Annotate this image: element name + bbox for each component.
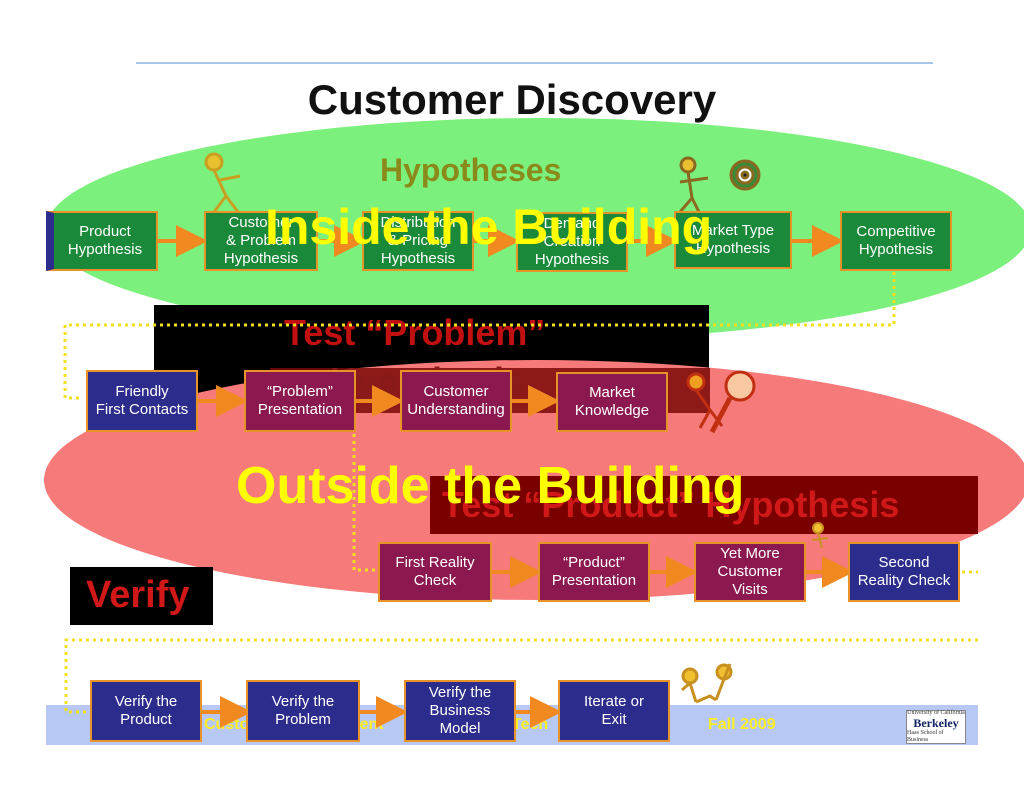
top-rule [136, 62, 933, 64]
box-product-presentation[interactable]: “Product” Presentation [538, 542, 650, 602]
outside-building-label: Outside the Building [236, 457, 745, 515]
logo-sub: Haas School of Business [907, 730, 944, 743]
celebration-figures-icon [681, 663, 733, 704]
box-customer-problem-hypothesis[interactable]: Customer & Problem Hypothesis [204, 211, 318, 271]
verify-band [70, 567, 213, 625]
box-distribution-pricing-hypothesis[interactable]: Distribution & Pricing Hypothesis [362, 211, 474, 271]
page-title: Customer Discovery [307, 76, 717, 123]
box-label: Yet More Customer Visits [717, 545, 783, 598]
test-product-label: Test “Product” Hypothesis [442, 484, 900, 525]
box-yet-more-customer-visits[interactable]: Yet More Customer Visits [694, 542, 806, 602]
box-label: Distribution & Pricing Hypothesis [380, 214, 456, 267]
small-figure-icon [811, 522, 829, 549]
box-label: Customer Understanding [407, 383, 505, 418]
archer-target-icon [678, 156, 761, 215]
box-label: Verify the Business Model [428, 684, 492, 737]
box-second-reality-check[interactable]: Second Reality Check [848, 542, 960, 602]
box-label: Iterate or Exit [583, 693, 645, 728]
box-verify-business-model[interactable]: Verify the Business Model [404, 680, 516, 742]
box-friendly-first-contacts[interactable]: Friendly First Contacts [86, 370, 198, 432]
box-competitive-hypothesis[interactable]: Competitive Hypothesis [840, 211, 952, 271]
box-label: Friendly First Contacts [95, 383, 189, 418]
box-product-hypothesis[interactable]: Product Hypothesis [46, 211, 158, 271]
box-label: Market Knowledge [574, 384, 650, 419]
hypotheses-label: Hypotheses [380, 152, 562, 188]
box-label: Product Hypothesis [67, 223, 143, 258]
box-demand-creation-hypothesis[interactable]: Demand Creation Hypothesis [516, 212, 628, 272]
berkeley-logo: University of California Berkeley Haas S… [906, 710, 966, 744]
box-market-knowledge[interactable]: Market Knowledge [556, 372, 668, 432]
logo-top: University of California [907, 710, 965, 716]
box-label: First Reality Check [395, 554, 475, 589]
box-label: Verify the Product [114, 693, 178, 728]
logo-name: Berkeley [913, 716, 959, 730]
box-label: Demand Creation Hypothesis [534, 215, 610, 268]
footer-right: Fall 2009 [708, 716, 776, 733]
magnifier-figure-icon [686, 370, 756, 434]
box-label: “Problem” Presentation [257, 383, 343, 418]
figure-thinker-icon [204, 152, 241, 213]
box-iterate-or-exit[interactable]: Iterate or Exit [558, 680, 670, 742]
box-problem-presentation[interactable]: “Problem” Presentation [244, 370, 356, 432]
box-verify-product[interactable]: Verify the Product [90, 680, 202, 742]
box-label: “Product” Presentation [551, 554, 637, 589]
box-first-reality-check[interactable]: First Reality Check [378, 542, 492, 602]
box-label: Customer & Problem Hypothesis [223, 214, 299, 267]
box-label: Verify the Problem [271, 693, 335, 728]
box-market-type-hypothesis[interactable]: Market Type Hypothesis [674, 211, 792, 269]
test-product-band [430, 476, 978, 534]
box-verify-problem[interactable]: Verify the Problem [246, 680, 360, 742]
inside-building-label: Inside the Building [265, 199, 713, 255]
verify-label: Verify [86, 574, 190, 616]
test-problem-line1: Test “Problem” [284, 312, 546, 353]
box-customer-understanding[interactable]: Customer Understanding [400, 370, 512, 432]
box-label: Competitive Hypothesis [856, 223, 936, 258]
box-label: Market Type Hypothesis [691, 222, 775, 257]
box-label: Second Reality Check [857, 554, 951, 589]
